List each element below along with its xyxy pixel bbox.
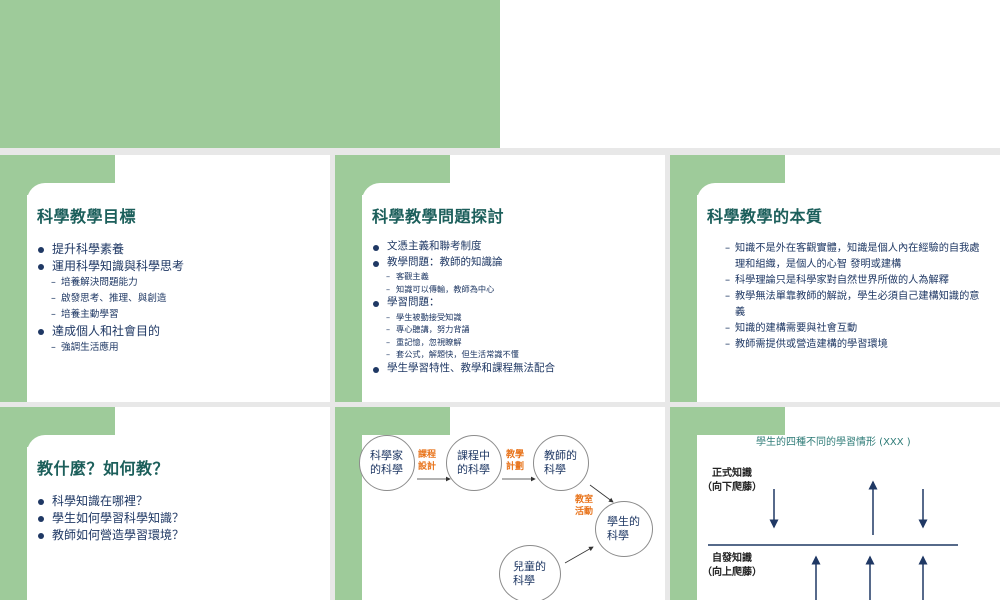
bullet-dot-icon bbox=[38, 247, 44, 253]
slide-green-strip bbox=[0, 407, 27, 600]
bullet-item: 運用科學知識與科學思考 bbox=[37, 258, 322, 275]
slide-title: 科學教學問題探討 bbox=[372, 207, 505, 226]
bullet-dot-icon bbox=[373, 260, 379, 267]
slide-green-strip bbox=[335, 407, 362, 600]
bullet-dot-icon bbox=[373, 301, 379, 307]
dash-icon: – bbox=[51, 277, 56, 288]
slide-green-strip bbox=[335, 155, 362, 402]
node-scientist-science: 科學家的科學 bbox=[359, 435, 415, 491]
dash-icon: – bbox=[51, 342, 56, 353]
slide-body: 科學知識在哪裡？ 學生如何學習科學知識？ 教師如何營造學習環境？ bbox=[37, 493, 322, 544]
bullet-item: 科學知識在哪裡？ bbox=[37, 493, 322, 510]
diagram-arrows bbox=[417, 476, 614, 564]
dash-icon: – bbox=[386, 336, 391, 347]
sub-bullet-item: –套公式，解題快，但生活常識不懂 bbox=[386, 349, 519, 359]
slide-green-strip bbox=[0, 155, 27, 402]
sub-bullet-item: –重記憶，忽視瞭解 bbox=[386, 336, 462, 347]
dash-icon: – bbox=[725, 275, 731, 286]
sub-bullet-item: –學生被動接受知識 bbox=[386, 311, 462, 322]
slide-5[interactable]: 教什麼？如何教？ 科學知識在哪裡？ 學生如何學習科學知識？ 教師如何營造學習環境… bbox=[0, 407, 330, 600]
node-child-science: 兒童的科學 bbox=[499, 545, 561, 600]
formal-knowledge-label: 正式知識 （向下爬藤） bbox=[702, 468, 762, 493]
bullet-dot-icon bbox=[38, 264, 44, 270]
slide-green-block bbox=[0, 0, 500, 148]
bullet-dot-icon bbox=[38, 516, 44, 522]
slide-7[interactable]: 學生的四種不同的學習情形 (XXX ) 正式知識 （向下爬藤） 自發知識 （向上… bbox=[670, 407, 1000, 600]
slide-3[interactable]: 科學教學問題探討 文憑主義和聯考制度 教學問題：教師的知識論 –客觀主義 –知識… bbox=[335, 155, 665, 402]
slide-green-strip bbox=[670, 407, 697, 600]
slide-card bbox=[362, 183, 665, 402]
bullet-item: 學習問題： bbox=[372, 295, 657, 311]
node-teacher-science: 教師的科學 bbox=[533, 435, 589, 491]
bullet-item: 教師如何營造學習環境？ bbox=[37, 527, 322, 544]
dash-icon: – bbox=[51, 293, 56, 304]
bullet-dot-icon bbox=[373, 366, 379, 373]
sub-bullet-item: –客觀主義 bbox=[386, 271, 429, 281]
slide-card bbox=[697, 183, 1000, 402]
sub-bullet-item: –知識不是外在客觀實體，知識是個人內在經驗的自我處理和組織，是個人的心智 發明或… bbox=[707, 241, 992, 273]
slide-green-strip bbox=[670, 155, 697, 402]
slide-body: 文憑主義和聯考制度 教學問題：教師的知識論 –客觀主義 –知識可以傳輸，教師為中… bbox=[372, 239, 657, 376]
sub-bullet-item: –培養主動學習 bbox=[37, 307, 322, 323]
slide-card bbox=[697, 435, 1000, 600]
dash-icon: – bbox=[386, 349, 391, 359]
sub-bullet-item: –強調生活應用 bbox=[37, 340, 322, 356]
slide-title: 科學教學目標 bbox=[37, 207, 137, 226]
spontaneous-knowledge-label: 自發知識 （向上爬藤） bbox=[702, 553, 762, 578]
sub-bullet-item: –教師需提供或營造建構的學習環境 bbox=[707, 337, 992, 353]
edge-label-classroom-activity: 教室活動 bbox=[575, 495, 594, 517]
slide-4[interactable]: 科學教學的本質 –知識不是外在客觀實體，知識是個人內在經驗的自我處理和組織，是個… bbox=[670, 155, 1000, 402]
slide-body: 提升科學素養 運用科學知識與科學思考 –培養解決問題能力 –啟發思考、推理、與創… bbox=[37, 241, 322, 356]
bullet-item: 達成個人和社會目的 bbox=[37, 323, 322, 340]
dash-icon: – bbox=[725, 243, 731, 254]
edge-label-curriculum-design: 課程設計 bbox=[418, 450, 437, 472]
slide-2[interactable]: 科學教學目標 提升科學素養 運用科學知識與科學思考 –培養解決問題能力 –啟發思… bbox=[0, 155, 330, 402]
sub-bullet-item: –培養解決問題能力 bbox=[37, 275, 322, 291]
node-student-science: 學生的科學 bbox=[595, 501, 653, 557]
slide-card bbox=[27, 435, 330, 600]
bullet-item: 學生如何學習科學知識？ bbox=[37, 510, 322, 527]
bullet-dot-icon bbox=[373, 245, 379, 251]
sub-bullet-item: –知識可以傳輸，教師為中心 bbox=[386, 283, 495, 294]
sub-bullet-item: –知識的建構需要與社會互動 bbox=[707, 321, 992, 337]
dash-icon: – bbox=[725, 291, 731, 302]
bullet-item: 教學問題：教師的知識論 bbox=[372, 255, 657, 271]
diagram-title: 學生的四種不同的學習情形 (XXX ) bbox=[756, 437, 911, 448]
dash-icon: – bbox=[386, 324, 391, 334]
bullet-dot-icon bbox=[38, 533, 44, 539]
dash-icon: – bbox=[386, 271, 391, 281]
dash-icon: – bbox=[51, 309, 56, 320]
bullet-item: 文憑主義和聯考制度 bbox=[372, 239, 657, 255]
slide-1[interactable] bbox=[0, 0, 1000, 148]
slide-body: –知識不是外在客觀實體，知識是個人內在經驗的自我處理和組織，是個人的心智 發明或… bbox=[707, 241, 992, 353]
slide-title: 教什麼？如何教？ bbox=[37, 459, 170, 478]
climbing-arrows bbox=[708, 480, 958, 600]
bullet-dot-icon bbox=[38, 499, 44, 505]
slide-card bbox=[27, 183, 330, 402]
bullet-dot-icon bbox=[38, 329, 44, 335]
sub-bullet-item: –教學無法單靠教師的解說，學生必須自己建構知識的意義 bbox=[707, 289, 992, 321]
edge-label-teaching-plan: 教學計劃 bbox=[506, 450, 525, 472]
dash-icon: – bbox=[386, 283, 391, 294]
node-curriculum-science: 課程中的科學 bbox=[446, 435, 502, 491]
sub-bullet-item: –科學理論只是科學家對自然世界所做的人為解釋 bbox=[707, 273, 992, 289]
dash-icon: – bbox=[725, 339, 731, 350]
slide-title: 科學教學的本質 bbox=[707, 207, 823, 226]
bullet-item: 學生學習特性、教學和課程無法配合 bbox=[372, 361, 657, 377]
dash-icon: – bbox=[725, 323, 731, 334]
bullet-item: 提升科學素養 bbox=[37, 241, 322, 258]
sub-bullet-item: –專心聽講，努力背誦 bbox=[386, 324, 470, 334]
dash-icon: – bbox=[386, 311, 391, 322]
slide-6[interactable]: 科學家的科學 課程設計 課程中的科學 教學計劃 教師的科學 教室活動 學生的科學… bbox=[335, 407, 665, 600]
sub-bullet-item: –啟發思考、推理、與創造 bbox=[37, 291, 322, 307]
